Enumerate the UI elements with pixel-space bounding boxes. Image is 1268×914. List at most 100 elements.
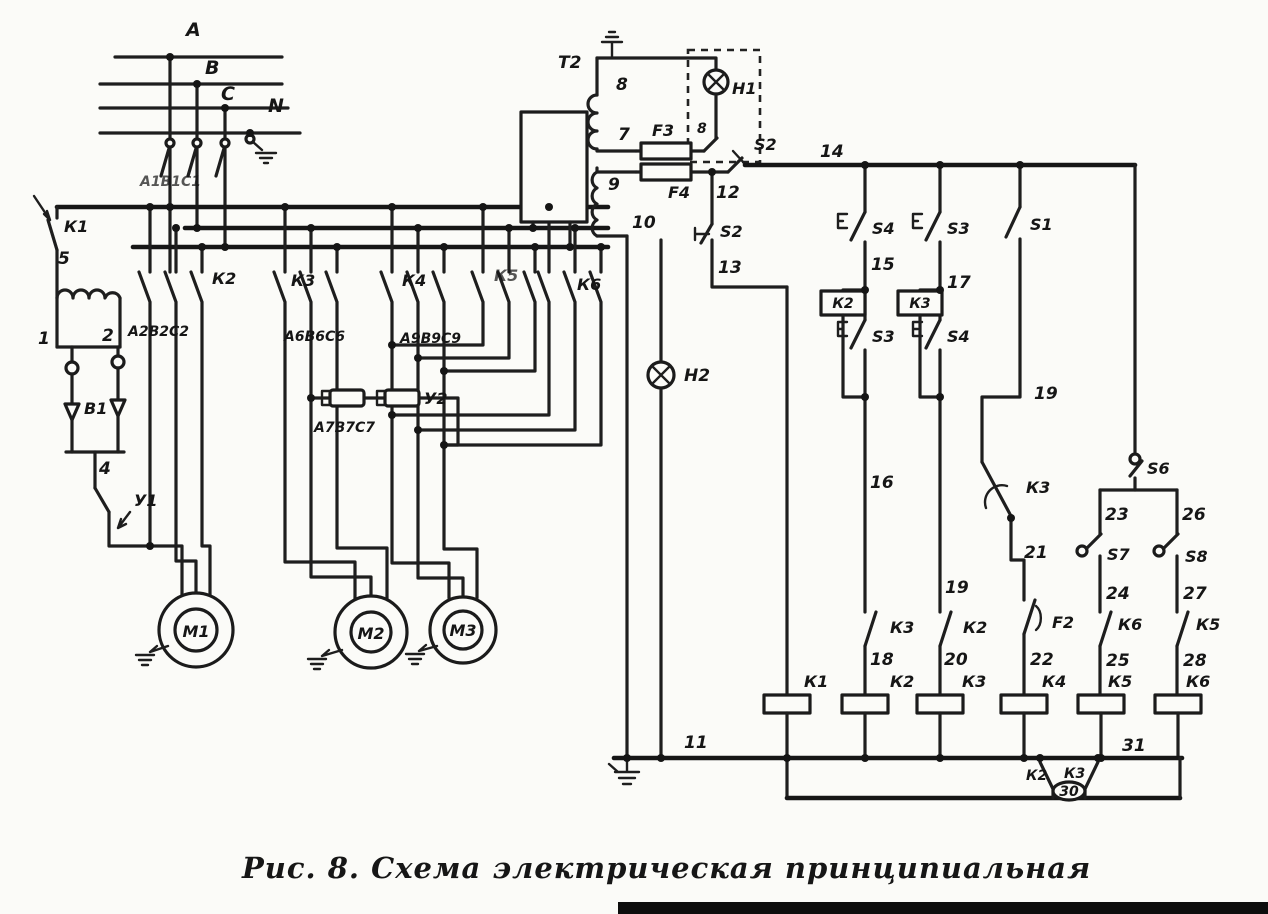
wire-19b-label: 19 [1034,384,1058,404]
nc-k2-label: К2 [963,618,987,637]
delay-k3-label: К3 [1026,478,1050,497]
motor-m1-symbol [134,591,235,669]
nc-contact-k6-icon [1098,610,1113,648]
switch-s2-top-label: S2 [754,135,777,154]
ground-icon [404,643,439,666]
switch-s2-top-icon [726,156,744,174]
fuse-f4-icon [639,162,693,182]
wire-4-label: 4 [98,459,111,479]
nc-contact-k5-icon [1175,610,1190,648]
wires-a2-label: А2В2С2 [127,324,189,340]
wire-23-label: 23 [1105,505,1129,525]
wire-31-label: 31 [1122,736,1146,756]
wire-11-label: 11 [684,733,708,753]
thermal-contact-f2-icon [1022,598,1037,636]
node-30-oval [1051,780,1087,802]
lamp-h1-label: Н1 [732,79,757,98]
rectifier-clutch-section [32,194,150,548]
clutch-y1-label: У1 [134,491,157,510]
wires-a6-label: А6В6С6 [283,329,345,345]
button-s8-label: S8 [1185,547,1208,566]
bottom-buses [607,755,1185,802]
diode-icon [110,354,126,370]
contact-k3-bottom-label: К3 [1064,766,1085,782]
nc-k6-label: К6 [1118,615,1142,634]
ground-icon [134,644,170,667]
figure-caption: Рис. 8. Схема электрическая принципиальн… [241,851,1091,885]
switch-s2-low-label: S2 [720,222,743,241]
wire-25-label: 25 [1106,651,1130,671]
main-breaker-icon [159,137,231,178]
contact-k3-bottom-icon [1083,756,1100,800]
wire-5-label: 5 [58,249,70,269]
nc-k5-label: К5 [1196,615,1220,634]
coil-k5-label: К5 [1108,672,1132,691]
breaker-label: А1В1С1 [139,174,201,190]
wire-22-label: 22 [1030,650,1054,670]
k2-main-label: К2 [212,269,236,288]
aux-contact-k2-box [819,289,867,317]
coil-k2-icon [840,693,890,715]
phase-c-label: С [221,83,235,105]
wire-27-label: 27 [1183,584,1207,604]
coil-k6-label: К6 [1186,672,1210,691]
nc-k3-label: К3 [890,618,914,637]
coil-k4-label: К4 [1042,672,1066,691]
coil-k1-icon [762,693,812,715]
column-k1-coil [762,285,812,760]
aux-k3-label: К3 [909,296,930,312]
ground-icon [306,648,344,671]
schematic-labels: А В С N А1В1С1 К1 5 1 2 В1 4 У1 К2 А2В2С… [38,19,1220,800]
motor-m2-symbol [306,594,409,671]
fuse-f3-icon [639,141,693,161]
diode-icon [63,402,81,422]
coil-k5-icon [1076,693,1126,715]
k1-main-contact-label: К1 [64,217,88,236]
coil-k4-icon [999,693,1049,715]
contact-k2-bottom-label: К2 [1026,768,1047,784]
coil-k1-label: К1 [804,672,828,691]
limit-s4-mid-label: S4 [947,327,970,346]
fuse-f4-label: F4 [668,183,690,202]
phase-b-label: В [205,57,219,79]
diode-icon [64,360,80,376]
wire-12-label: 12 [716,183,740,203]
clutch-contact-icon [93,486,111,514]
limit-switch-s4-icon [849,210,867,242]
button-s7-icon [1075,544,1089,558]
motor-m1-label: М1 [182,622,209,641]
button-s8-icon [1152,544,1166,558]
k5-main-label: К5 [494,266,518,285]
wire-1-label: 1 [38,329,50,349]
transformer-secondary-icon [586,93,599,238]
button-s7-label: S7 [1107,545,1131,564]
coil-k3-label: К3 [962,672,986,691]
switch-s1-icon [1004,205,1022,239]
winding-icon [55,288,122,300]
wire-19a-label: 19 [945,578,969,598]
column-k4-coil [980,163,1049,760]
ground-icon [600,30,624,60]
transformer-primary-icon [519,110,589,224]
power-input-section [98,55,302,274]
k4-main-label: К4 [402,271,426,290]
coil-k6-icon [1153,693,1203,715]
nc-contact-k2-icon [938,610,953,648]
scan-edge-artifact [618,902,1268,914]
limit-s4-top-label: S4 [872,219,895,238]
diode-icon [109,398,127,418]
clutch-element-icon [328,388,366,408]
terminal-9-label: 9 [608,175,620,195]
wires-a9-label: А9В9С9 [399,331,461,347]
thermal-f2-label: F2 [1052,613,1074,632]
wire-13-label: 13 [718,258,742,278]
limit-s3-mid-label: S3 [872,327,895,346]
nc-contact-k3-icon [863,610,878,648]
wire-26-label: 26 [1182,505,1206,525]
terminal-10-label: 10 [632,213,656,233]
delay-contact-k3-icon [980,460,1013,518]
wire-28-label: 28 [1183,651,1207,671]
phase-n-label: N [268,95,284,117]
coil-k3-icon [915,693,965,715]
